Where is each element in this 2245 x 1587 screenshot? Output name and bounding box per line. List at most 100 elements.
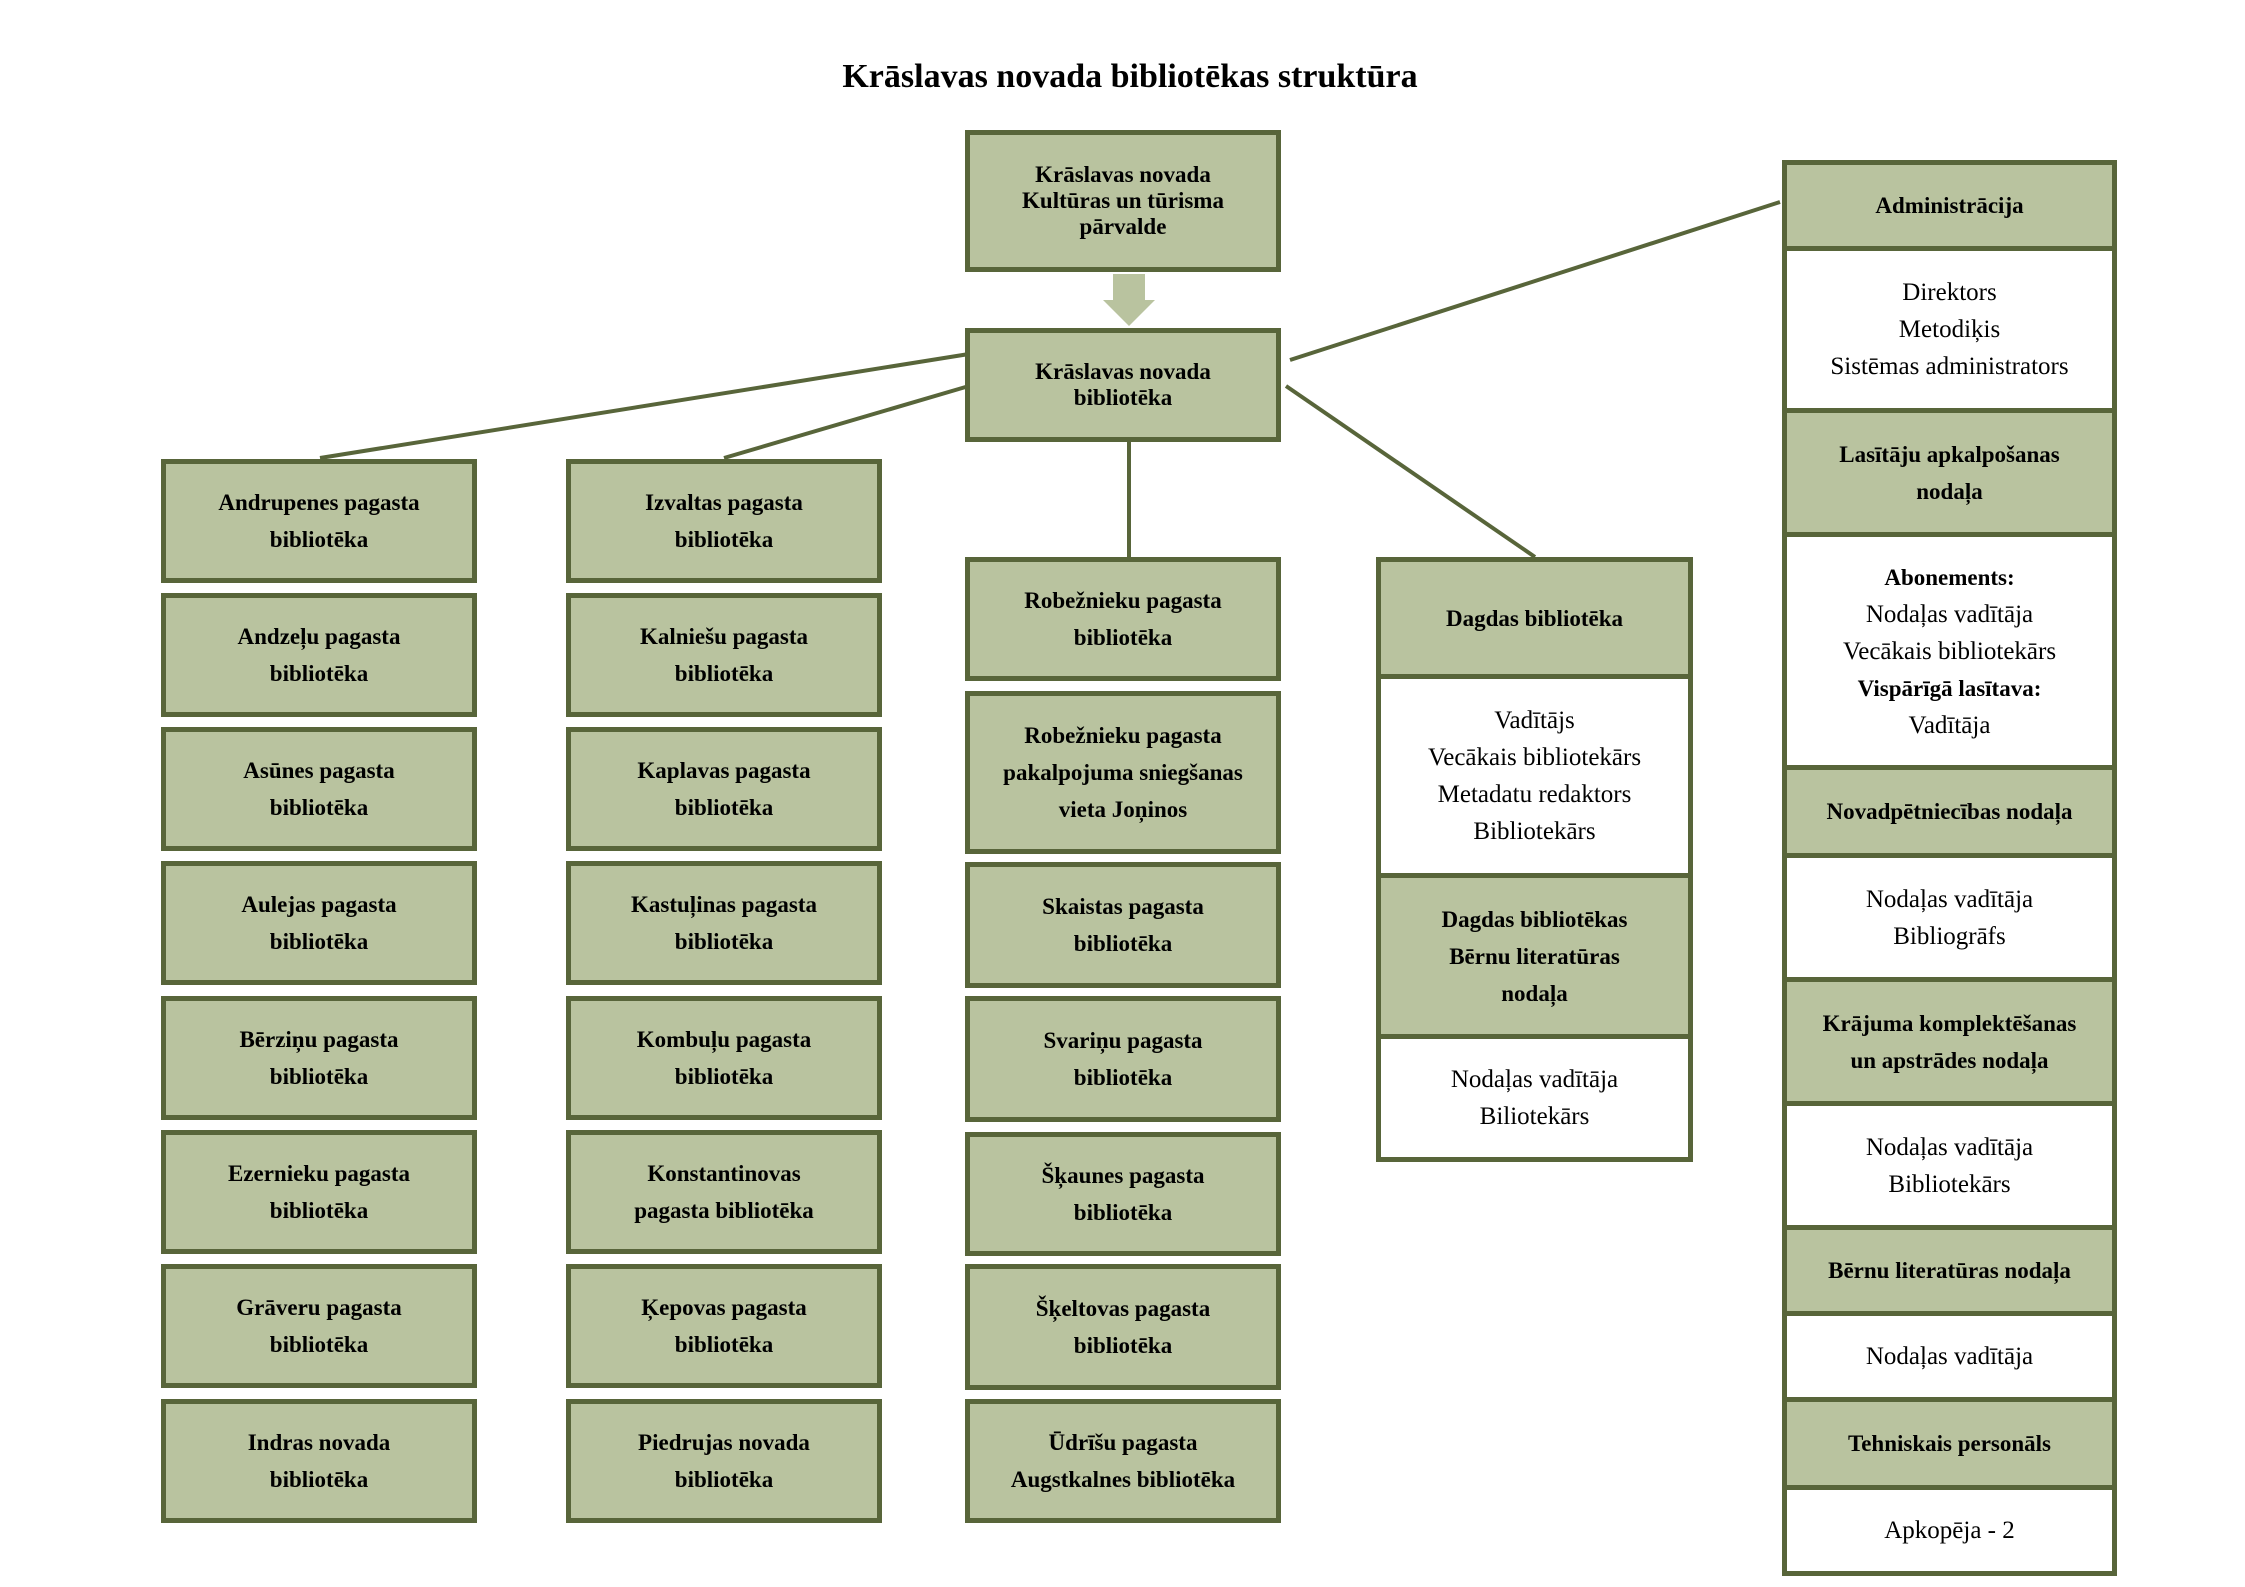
- box-line: Bibliogrāfs: [1893, 922, 2006, 950]
- box-line: Nodaļas vadītāja: [1450, 1066, 1619, 1093]
- box-line: Krāslavas novada: [1035, 359, 1211, 384]
- box-line: bibliotēka: [1073, 625, 1173, 650]
- section-header: Novadpētniecības nodaļa: [1787, 770, 2112, 858]
- box-line: bibliotēka: [674, 661, 774, 686]
- box-line: Piedrujas novada: [638, 1430, 810, 1455]
- box-line: Vecākais bibliotekārs: [1842, 637, 2057, 665]
- box-line: bibliotēka: [1073, 1200, 1173, 1225]
- box-line: bibliotēka: [674, 1467, 774, 1492]
- box-line: Vecākais bibliotekārs: [1427, 744, 1642, 771]
- box-line: bibliotēka: [269, 929, 369, 954]
- box-line: Vadītāja: [1908, 711, 1991, 739]
- box-line: Skaistas pagasta: [1042, 894, 1204, 919]
- box-line: Andzeļu pagasta: [237, 624, 401, 649]
- box-line: Aulejas pagasta: [241, 892, 397, 917]
- box-line: vieta Joņinos: [1058, 797, 1188, 822]
- branch-library-box: Šķeltovas pagasta bibliotēka: [965, 1264, 1281, 1390]
- box-line: Kastuļinas pagasta: [631, 892, 817, 917]
- branch-library-box: Kalniešu pagasta bibliotēka: [566, 593, 882, 717]
- branch-library-box: Asūnes pagasta bibliotēka: [161, 727, 477, 851]
- box-line: bibliotēka: [674, 1332, 774, 1357]
- box-line: Asūnes pagasta: [243, 758, 395, 783]
- box-line: Bērnu literatūras nodaļa: [1828, 1258, 2071, 1283]
- branch-library-box: Indras novada bibliotēka: [161, 1399, 477, 1523]
- box-line: Metadatu redaktors: [1437, 781, 1632, 808]
- box-line: Bibliotekārs: [1888, 1170, 2011, 1198]
- box-line: Andrupenes pagasta: [218, 490, 420, 515]
- box-line: Biliotekārs: [1479, 1103, 1590, 1130]
- branch-library-box: Šķaunes pagasta bibliotēka: [965, 1132, 1281, 1256]
- box-line: un apstrādes nodaļa: [1850, 1047, 2049, 1073]
- box-line: Ķepovas pagasta: [641, 1295, 807, 1320]
- box-line: Augstkalnes bibliotēka: [1010, 1467, 1236, 1492]
- box-line: Bērziņu pagasta: [239, 1027, 399, 1052]
- page-title: Krāslavas novada bibliotēkas struktūra: [842, 58, 1418, 95]
- box-line: Ūdrīšu pagasta: [1048, 1430, 1198, 1455]
- branch-library-box: Grāveru pagasta bibliotēka: [161, 1264, 477, 1388]
- box-line: bibliotēka: [269, 795, 369, 820]
- branch-library-box: Robežnieku pagasta bibliotēka: [965, 557, 1281, 681]
- box-line: Nodaļas vadītāja: [1865, 1343, 2034, 1370]
- box-line: Indras novada: [247, 1430, 391, 1455]
- box-line: Sistēmas administrators: [1830, 353, 2069, 380]
- box-line: Izvaltas pagasta: [645, 490, 803, 515]
- box-line: Konstantinovas: [647, 1161, 801, 1186]
- branch-library-box: Aulejas pagasta bibliotēka: [161, 861, 477, 985]
- down-arrow-icon: [1103, 274, 1155, 326]
- box-line: Kalniešu pagasta: [639, 624, 809, 649]
- box-line: Nodaļas vadītāja: [1865, 1133, 2034, 1161]
- box-line: Lasītāju apkalpošanas: [1839, 441, 2060, 467]
- branch-library-box: Skaistas pagasta bibliotēka: [965, 862, 1281, 988]
- box-line: bibliotēka: [1073, 385, 1173, 410]
- box-line: bibliotēka: [674, 929, 774, 954]
- box-line: Bibliotekārs: [1473, 818, 1596, 845]
- section-header: Bērnu literatūras nodaļa: [1787, 1230, 2112, 1316]
- box-line: bibliotēka: [269, 1467, 369, 1492]
- box-line: bibliotēka: [1073, 1333, 1173, 1358]
- branch-library-box: Izvaltas pagasta bibliotēka: [566, 459, 882, 583]
- connector-line: [319, 352, 970, 460]
- box-line: Robežnieku pagasta: [1024, 588, 1222, 613]
- box-line: Dagdas bibliotēkas: [1441, 906, 1628, 932]
- box-line: Novadpētniecības nodaļa: [1826, 799, 2073, 824]
- box-line: Grāveru pagasta: [236, 1295, 402, 1320]
- box-line: Šķaunes pagasta: [1041, 1163, 1205, 1188]
- box-line: Apkopēja - 2: [1884, 1517, 2015, 1544]
- box-line: Abonements:: [1884, 564, 2015, 590]
- section-header: Tehniskais personāls: [1787, 1402, 2112, 1490]
- box-line: Nodaļas vadītāja: [1865, 600, 2034, 628]
- box-line: pārvalde: [1079, 214, 1167, 239]
- box-line: Šķeltovas pagasta: [1035, 1296, 1211, 1321]
- section-staff: Apkopēja - 2: [1787, 1490, 2112, 1576]
- section-header: Dagdas bibliotēka: [1381, 562, 1688, 679]
- box-line: Kaplavas pagasta: [637, 758, 811, 783]
- box-line: bibliotēka: [674, 527, 774, 552]
- section-header: Administrācija: [1787, 165, 2112, 251]
- box-line: Kultūras un tūrisma: [1022, 188, 1224, 213]
- box-line: Direktors: [1902, 279, 1997, 306]
- branch-library-box: Piedrujas novada bibliotēka: [566, 1399, 882, 1523]
- box-line: bibliotēka: [269, 1332, 369, 1357]
- box-line: bibliotēka: [1073, 931, 1173, 956]
- box-line: Krāslavas novada: [1035, 162, 1211, 187]
- culture-tourism-board-box: Krāslavas novada Kultūras un tūrisma pār…: [965, 130, 1281, 272]
- connector-line: [1289, 200, 1781, 362]
- box-line: bibliotēka: [674, 1064, 774, 1089]
- box-line: pakalpojuma sniegšanas: [1003, 760, 1243, 785]
